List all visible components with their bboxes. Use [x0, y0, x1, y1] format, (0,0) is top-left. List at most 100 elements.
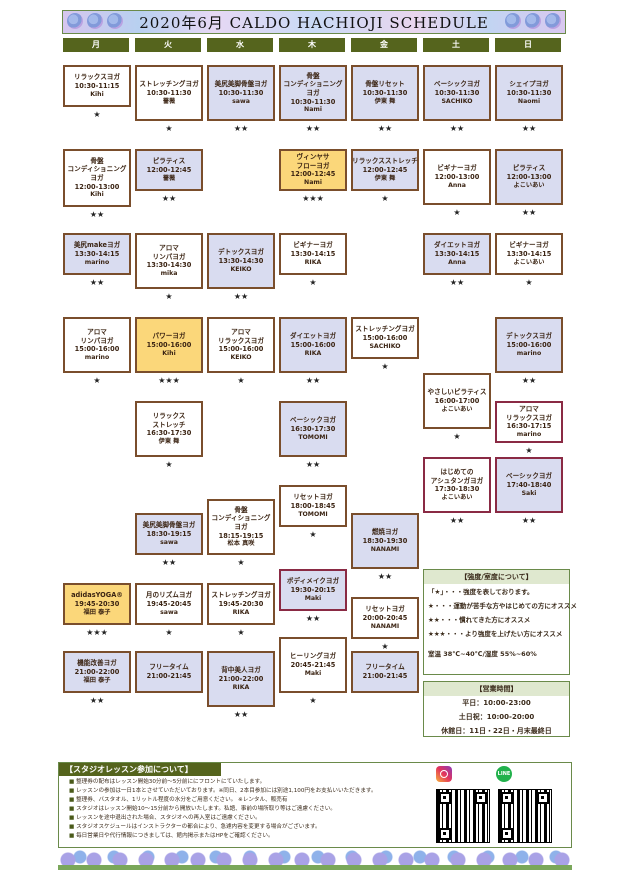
- intensity-stars: ★: [309, 278, 317, 287]
- line-icon[interactable]: LINE: [496, 766, 512, 782]
- intensity-stars: ★★: [305, 460, 321, 469]
- intensity-stars: ★: [237, 376, 245, 385]
- intensity-stars: ★: [237, 628, 245, 637]
- class-detail: marino: [516, 430, 542, 438]
- intensity-stars: ★★★: [302, 194, 324, 203]
- class-detail: 18:00-18:45: [290, 501, 336, 510]
- class-name: ビギナーヨガ: [437, 164, 477, 173]
- class-name: ビギナーヨガ: [509, 241, 549, 250]
- class-detail: フローヨガ: [296, 161, 330, 170]
- class-detail: 17:40-18:40: [506, 480, 552, 489]
- class-detail: 17:30-18:30: [434, 485, 480, 494]
- class-detail: よこいあい: [441, 405, 473, 413]
- intensity-stars: ★: [309, 696, 317, 705]
- intensity-stars: ★★: [521, 376, 537, 385]
- class-name: アロマ: [519, 405, 539, 414]
- hours-heading: 【営業時間】: [424, 682, 569, 696]
- intensity-stars: ★: [165, 628, 173, 637]
- intensity-stars: ★★★: [86, 628, 108, 637]
- hours-closed: 休館日：11日・22日・月末最終日: [441, 727, 552, 735]
- class-name: ストレッチングヨガ: [355, 325, 415, 334]
- instagram-icon[interactable]: [436, 766, 452, 782]
- class-name: 骨盤: [90, 156, 104, 165]
- intensity-intro: 「★」・・・強度を表しております。: [428, 588, 534, 596]
- class-name: やさしいピラティス: [427, 388, 487, 397]
- class-detail: 12:00-13:00: [74, 182, 120, 191]
- intensity-stars: ★★: [89, 278, 105, 287]
- class-detail: ヨガ: [306, 88, 320, 97]
- class-name: アロマ: [159, 244, 179, 253]
- day-header-tue: 火: [135, 38, 201, 52]
- class-detail: 18:30-19:15: [146, 529, 192, 538]
- class-detail: RIKA: [232, 683, 250, 691]
- class-name: ダイエットヨガ: [433, 241, 481, 250]
- class-name: ベーシックヨガ: [433, 80, 481, 89]
- class-detail: 10:30-11:30: [290, 97, 336, 106]
- class-detail: 13:30-14:30: [218, 256, 264, 265]
- hydrangea-icon: [525, 13, 541, 29]
- intensity-stars: ★: [381, 362, 389, 371]
- class-detail: Maki: [304, 594, 322, 602]
- intensity-stars: ★★: [89, 696, 105, 705]
- intensity-stars: ★: [525, 446, 533, 455]
- class-detail: 16:30-17:15: [506, 422, 552, 431]
- class-detail: SACHIKO: [441, 97, 473, 105]
- intensity-stars: ★: [165, 124, 173, 133]
- class-name: ピラティス: [152, 157, 186, 166]
- class-name: ストレッチングヨガ: [211, 591, 271, 600]
- class-name: ビギナーヨガ: [293, 241, 333, 250]
- class-detail: 15:00-16:00: [506, 340, 552, 349]
- day-header-sat: 土: [423, 38, 489, 52]
- class-detail: 薔薇: [162, 97, 176, 105]
- class-detail: 21:00-22:00: [218, 674, 264, 683]
- class-detail: よこいあい: [441, 493, 473, 501]
- hydrangea-icon: [505, 13, 521, 29]
- class-detail: リラックスヨガ: [506, 413, 552, 422]
